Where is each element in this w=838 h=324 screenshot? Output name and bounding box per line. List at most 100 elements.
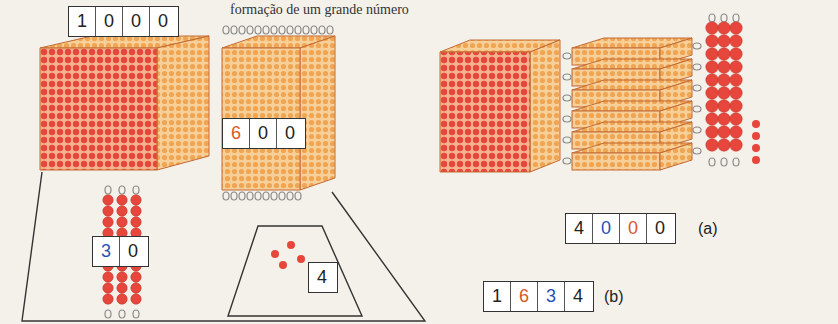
bead: [706, 48, 718, 60]
bead: [730, 48, 742, 60]
digit-cell: 0: [647, 214, 673, 243]
wire-hook: [105, 310, 111, 318]
bead: [131, 217, 141, 227]
wire-hook: [223, 192, 229, 200]
bead: [706, 113, 718, 125]
digit-cell: 3: [93, 237, 120, 266]
wire-hook: [223, 26, 229, 34]
bead: [718, 22, 730, 34]
wire-hook: [563, 158, 571, 164]
plate-front: [572, 153, 660, 170]
bead: [117, 206, 127, 216]
hundreds-block: [222, 36, 335, 190]
wire-hook: [279, 192, 285, 200]
wire-hooks: [223, 26, 333, 200]
bead: [117, 195, 127, 205]
digit-box: 4: [308, 262, 338, 293]
wire-hook: [255, 192, 261, 200]
plate-side: [660, 143, 692, 170]
wire-hook: [721, 14, 727, 22]
bead: [706, 22, 718, 34]
wire-hook: [287, 192, 293, 200]
hundreds-plates: [563, 38, 701, 170]
bead: [730, 74, 742, 86]
wire-hook: [709, 158, 715, 166]
digit-cell: 1: [484, 282, 511, 311]
digit-box: 30: [92, 236, 149, 267]
bead: [718, 74, 730, 86]
wire-hook: [319, 26, 325, 34]
bead: [117, 272, 127, 282]
wire-hook: [279, 26, 285, 34]
digit-cell: 0: [123, 7, 150, 36]
digit-cell: 0: [593, 214, 620, 243]
bead: [730, 139, 742, 151]
bead: [103, 272, 113, 282]
unit-beads: [752, 120, 760, 164]
bead: [718, 87, 730, 99]
digit-cell: 0: [120, 237, 146, 266]
wire-hook: [271, 192, 277, 200]
digit-box: 4000: [565, 213, 676, 244]
bead: [730, 22, 742, 34]
unit-beads: [271, 241, 305, 269]
bead: [718, 139, 730, 151]
wire-hook: [693, 148, 701, 154]
digit-box: 1634: [483, 281, 594, 312]
wire-hook: [271, 26, 277, 34]
bead: [718, 48, 730, 60]
wire-hook: [311, 26, 317, 34]
digit-cell: 0: [96, 7, 123, 36]
thousand-cube: [440, 40, 560, 172]
wire-hook: [563, 116, 571, 122]
bead: [131, 272, 141, 282]
wire-hook: [693, 85, 701, 91]
wire-hook: [119, 310, 125, 318]
wire-hook: [231, 26, 237, 34]
bead: [730, 61, 742, 73]
bead: [718, 126, 730, 138]
bead: [730, 100, 742, 112]
digit-cell: 4: [309, 263, 335, 292]
wire-hook: [105, 186, 111, 194]
wire-hook: [563, 95, 571, 101]
bead: [706, 87, 718, 99]
bead: [730, 87, 742, 99]
digit-box: 1000: [68, 6, 179, 37]
bead: [117, 294, 127, 304]
digit-box: 600: [222, 118, 306, 149]
bead: [706, 74, 718, 86]
digit-cell: 0: [620, 214, 647, 243]
wire-hook: [721, 158, 727, 166]
bead: [718, 61, 730, 73]
wire-hook: [239, 26, 245, 34]
bead: [103, 217, 113, 227]
wire-hook: [693, 106, 701, 112]
wire-hook: [563, 137, 571, 143]
wire-hook: [287, 26, 293, 34]
wire-hook: [133, 186, 139, 194]
wire-hook: [231, 192, 237, 200]
bead: [706, 100, 718, 112]
bead: [103, 195, 113, 205]
wire-hook: [295, 192, 301, 200]
wire-hook: [119, 186, 125, 194]
wire-hook: [255, 26, 261, 34]
digit-cell: 0: [277, 119, 303, 148]
digit-cell: 3: [538, 282, 565, 311]
wire-hook: [247, 192, 253, 200]
digit-cell: 4: [566, 214, 593, 243]
wire-hook: [263, 26, 269, 34]
figure-label: (a): [698, 220, 718, 238]
wire-hook: [247, 26, 253, 34]
bead: [718, 113, 730, 125]
wire-hook: [295, 26, 301, 34]
bead: [103, 206, 113, 216]
wire-hook: [303, 26, 309, 34]
wire-hook: [709, 14, 715, 22]
bead: [131, 195, 141, 205]
digit-cell: 1: [69, 7, 96, 36]
wire-hook: [263, 192, 269, 200]
digit-cell: 0: [250, 119, 277, 148]
wire-hook: [693, 43, 701, 49]
